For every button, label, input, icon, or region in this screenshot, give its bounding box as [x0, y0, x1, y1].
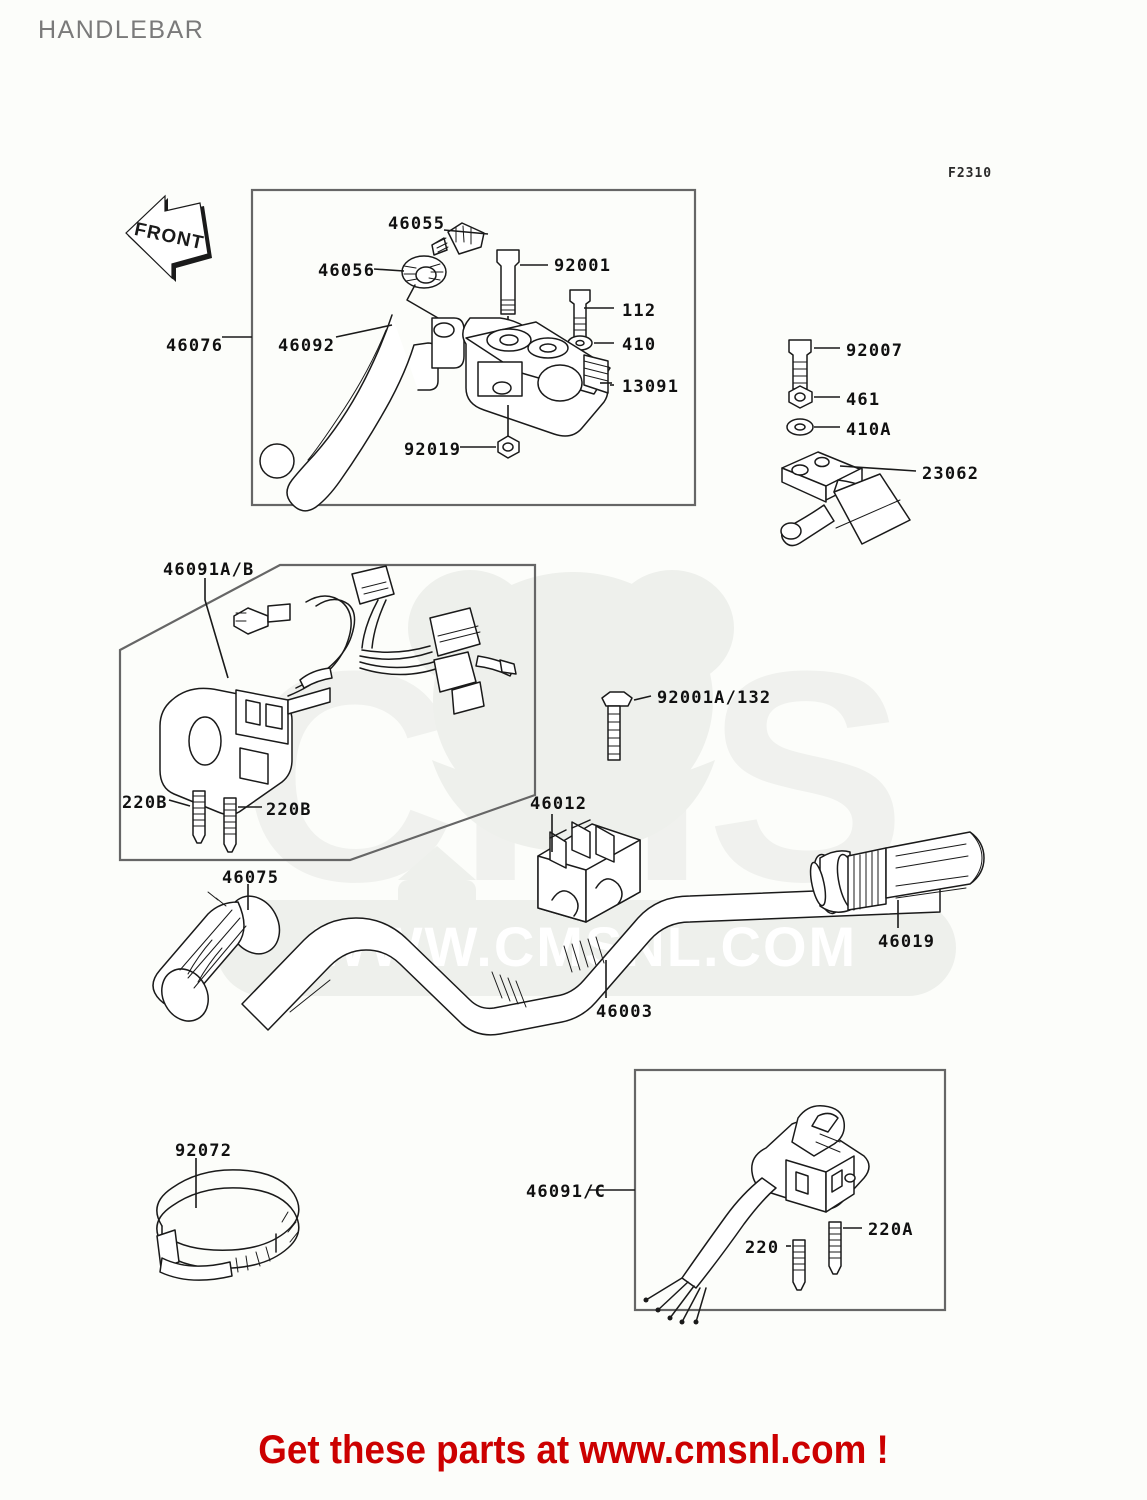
callout-92001: 92001 [554, 256, 612, 276]
callout-92001A-132: 92001A/132 [657, 688, 772, 708]
callout-46076: 46076 [166, 336, 224, 356]
callout-46019: 46019 [878, 932, 936, 952]
callout-410: 410 [622, 335, 657, 355]
callout-46091AB: 46091A/B [163, 560, 255, 580]
page-title: HANDLEBAR [38, 16, 205, 44]
callout-92072: 92072 [175, 1141, 233, 1161]
sheet-code: F2310 [948, 166, 993, 181]
callout-461: 461 [846, 390, 881, 410]
callout-46012: 46012 [530, 794, 588, 814]
callout-46003: 46003 [596, 1002, 654, 1022]
callout-46055: 46055 [388, 214, 446, 234]
svg-text:CMS: CMS [240, 608, 907, 944]
callout-46092: 46092 [278, 336, 336, 356]
callout-46075: 46075 [222, 868, 280, 888]
callout-220B-left: 220B [122, 793, 168, 813]
callout-220: 220 [745, 1238, 780, 1258]
callout-220A: 220A [868, 1220, 914, 1240]
footer-promo-text: Get these parts at www.cmsnl.com ! [258, 1428, 889, 1472]
callout-92007: 92007 [846, 341, 904, 361]
callout-410A: 410A [846, 420, 892, 440]
callout-13091: 13091 [622, 377, 680, 397]
callout-23062: 23062 [922, 464, 980, 484]
callout-112: 112 [622, 301, 657, 321]
svg-text:WWW.CMSNL.COM: WWW.CMSNL.COM [315, 915, 857, 978]
callout-46091C: 46091/C [526, 1182, 607, 1202]
callout-46056: 46056 [318, 261, 376, 281]
callout-92019: 92019 [404, 440, 462, 460]
callout-220B-right: 220B [266, 800, 312, 820]
